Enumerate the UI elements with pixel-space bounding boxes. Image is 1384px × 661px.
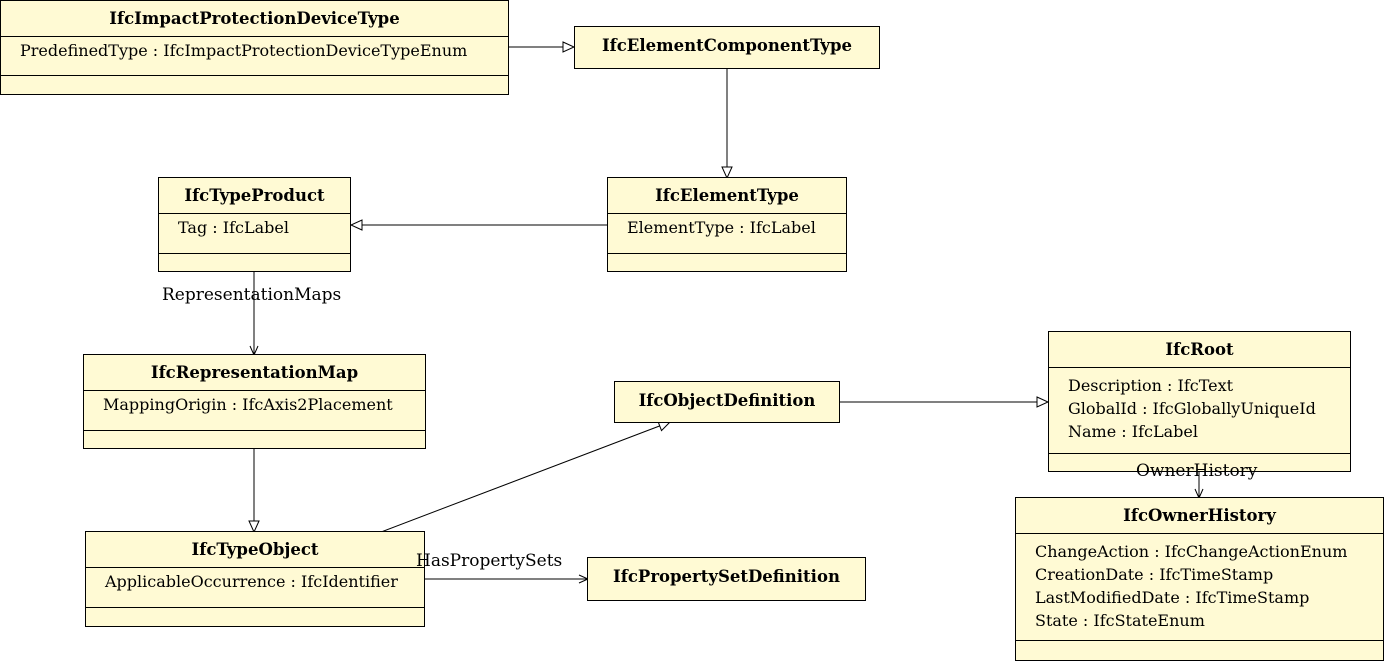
label-haspropertysets: HasPropertySets [416,551,563,571]
attribute: ElementType : IfcLabel [627,218,816,237]
class-name: IfcObjectDefinition [638,391,816,410]
attribute: LastModifiedDate : IfcTimeStamp [1035,588,1310,607]
class-ifcpropertysetdefinition: IfcPropertySetDefinition [587,557,866,601]
class-ifcrepresentationmap: IfcRepresentationMap MappingOrigin : Ifc… [83,354,426,449]
class-name: IfcTypeObject [86,532,424,568]
attribute-list: Description : IfcText GlobalId : IfcGlob… [1049,368,1350,454]
attribute: MappingOrigin : IfcAxis2Placement [103,395,393,414]
class-ifctypeproduct: IfcTypeProduct Tag : IfcLabel [158,177,351,272]
class-ifcownerhistory: IfcOwnerHistory ChangeAction : IfcChange… [1015,497,1384,661]
class-name: IfcOwnerHistory [1016,498,1383,534]
attribute-list: ElementType : IfcLabel [608,214,846,254]
attribute: CreationDate : IfcTimeStamp [1035,565,1274,584]
label-representationmaps: RepresentationMaps [162,285,342,305]
attribute-list: MappingOrigin : IfcAxis2Placement [84,391,425,431]
class-ifcobjectdefinition: IfcObjectDefinition [614,381,840,423]
class-ifcelementcomponenttype: IfcElementComponentType [574,26,880,69]
class-name: IfcElementComponentType [601,36,853,55]
class-name: IfcImpactProtectionDeviceType [1,1,508,37]
attribute: Description : IfcText [1068,376,1234,395]
attribute-list: ApplicableOccurrence : IfcIdentifier [86,568,424,608]
class-name: IfcTypeProduct [159,178,350,214]
class-name: IfcElementType [608,178,846,214]
attribute: Tag : IfcLabel [178,218,289,237]
attribute: GlobalId : IfcGloballyUniqueId [1068,399,1316,418]
attribute-list: PredefinedType : IfcImpactProtectionDevi… [1,37,508,76]
attribute: State : IfcStateEnum [1035,611,1205,630]
class-ifcimpactprotectiondevicetype: IfcImpactProtectionDeviceType Predefined… [0,0,509,95]
class-ifcelementtype: IfcElementType ElementType : IfcLabel [607,177,847,272]
label-ownerhistory: OwnerHistory [1136,461,1258,481]
class-ifcroot: IfcRoot Description : IfcText GlobalId :… [1048,331,1351,472]
class-ifctypeobject: IfcTypeObject ApplicableOccurrence : Ifc… [85,531,425,627]
attribute-list: Tag : IfcLabel [159,214,350,254]
attribute: ApplicableOccurrence : IfcIdentifier [105,572,398,591]
class-name: IfcRepresentationMap [84,355,425,391]
attribute-list: ChangeAction : IfcChangeActionEnum Creat… [1016,534,1383,641]
class-name: IfcPropertySetDefinition [613,567,840,586]
attribute: ChangeAction : IfcChangeActionEnum [1035,542,1348,561]
attribute: PredefinedType : IfcImpactProtectionDevi… [20,41,468,60]
class-name: IfcRoot [1049,332,1350,368]
generalization-typeobject-to-objectdefinition [380,420,672,533]
attribute: Name : IfcLabel [1068,422,1198,441]
